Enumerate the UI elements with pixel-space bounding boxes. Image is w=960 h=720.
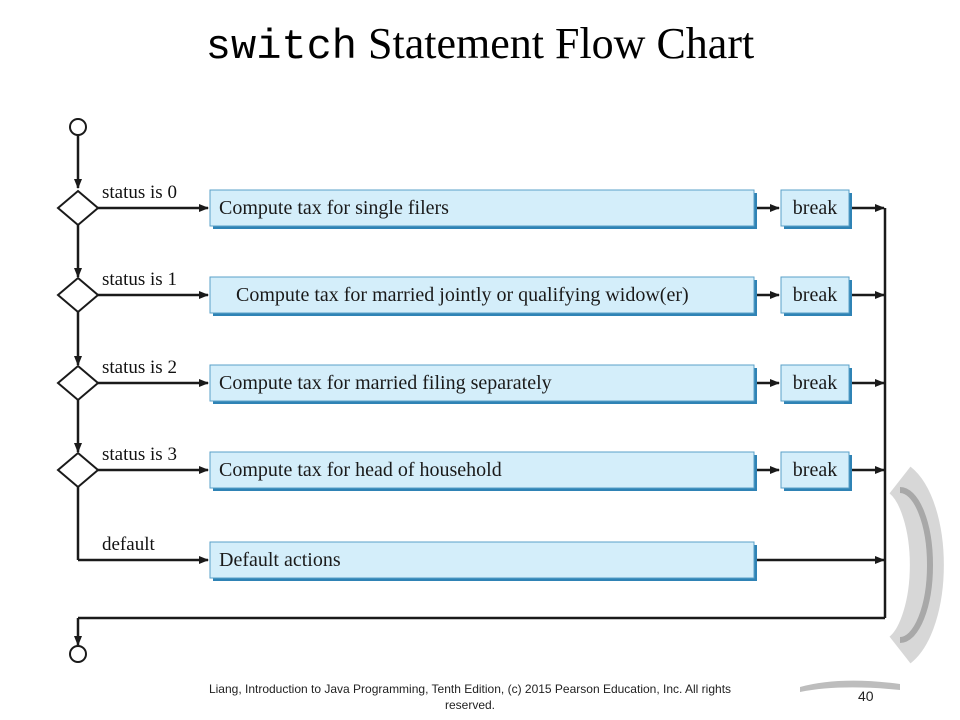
break-box	[780, 276, 850, 314]
break-text: break	[793, 197, 837, 219]
case-condition-label: status is 0	[102, 182, 177, 203]
case-condition-label: status is 2	[102, 357, 177, 378]
break-text: break	[793, 372, 837, 394]
case-action-text: Compute tax for married filing separatel…	[219, 372, 552, 394]
footer-swoosh	[800, 680, 900, 692]
break-box	[780, 451, 850, 489]
case-action-text: Compute tax for single filers	[219, 197, 449, 219]
break-box	[780, 364, 850, 402]
case-action-box	[209, 364, 755, 402]
case-condition-label: status is 1	[102, 269, 177, 290]
default-label: default	[102, 534, 155, 555]
page-number: 40	[858, 688, 874, 704]
title-keyword: switch	[205, 23, 358, 71]
footer-citation: Liang, Introduction to Java Programming,…	[208, 682, 732, 712]
start-node	[69, 118, 87, 136]
case-action-box	[209, 451, 755, 489]
slide-title: switch Statement Flow Chart	[0, 18, 960, 71]
break-text: break	[793, 284, 837, 306]
default-action-text: Default actions	[219, 549, 341, 571]
break-box	[780, 189, 850, 227]
flow-lines: status is 0 Compute tax for single filers…	[56, 118, 887, 663]
case-action-text: Compute tax for head of household	[219, 459, 502, 481]
title-text: Statement Flow Chart	[357, 19, 755, 68]
decision-diamond	[56, 451, 100, 489]
decision-diamond	[56, 189, 100, 227]
default-action-box	[209, 541, 755, 579]
case-action-box	[209, 276, 755, 314]
case-action-text: Compute tax for married jointly or quali…	[236, 284, 689, 306]
decision-diamond	[56, 276, 100, 314]
end-node	[69, 645, 87, 663]
case-condition-label: status is 3	[102, 444, 177, 465]
case-action-box	[209, 189, 755, 227]
decorative-arc	[888, 466, 944, 664]
break-text: break	[793, 459, 837, 481]
decision-diamond	[56, 364, 100, 402]
